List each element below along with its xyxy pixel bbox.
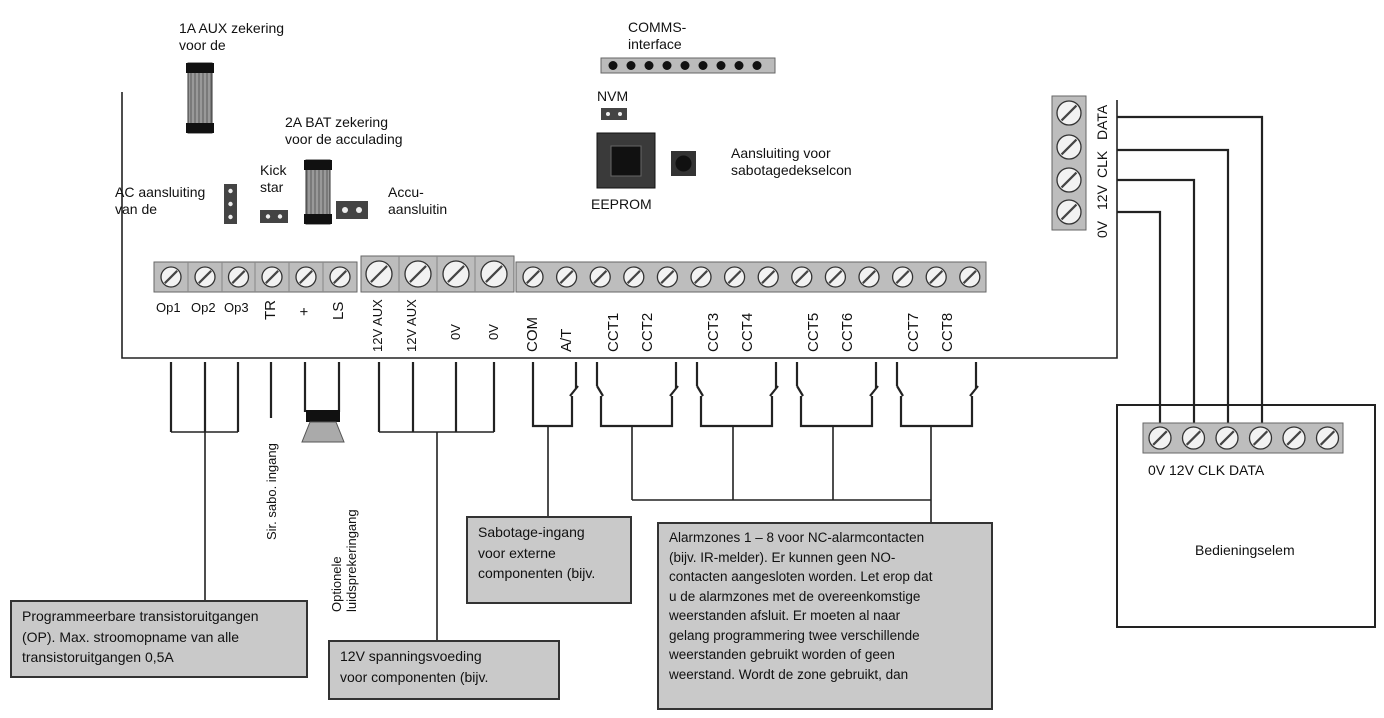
eeprom-label: EEPROM xyxy=(591,196,652,212)
accu-connection-label: Accu-aansluitin xyxy=(388,184,448,217)
terminal-block-power xyxy=(360,255,515,293)
terminal-label-cct5: CCT5 xyxy=(805,312,822,352)
terminal-label-cct4: CCT4 xyxy=(739,312,756,352)
bat-fuse-icon xyxy=(304,159,332,225)
keypad-connector-label-0v: 0V xyxy=(1094,220,1110,238)
terminal-block-keypad xyxy=(1142,422,1344,454)
speaker-input-label-2: luidsprekeringang xyxy=(344,509,359,612)
terminal-label-cct7: CCT7 xyxy=(905,312,922,352)
terminal-label-ls: LS xyxy=(330,301,347,320)
terminal-label-com: COM xyxy=(524,317,541,352)
terminal-label-cct3: CCT3 xyxy=(705,312,722,352)
terminal-block-outputs xyxy=(153,261,358,293)
keypad-name: Bedieningselem xyxy=(1195,542,1295,558)
terminal-label-plus: + xyxy=(296,307,313,316)
kick-start-jumper-icon xyxy=(260,210,288,223)
note-alarm-zones: Alarmzones 1 – 8 voor NC-alarmcontacten(… xyxy=(657,522,993,710)
terminal-label-cct6: CCT6 xyxy=(839,312,856,352)
terminal-block-keypad-connector xyxy=(1051,95,1087,231)
keypad-connector-label-data: DATA xyxy=(1094,104,1110,140)
speaker-input-label-1: Optionele xyxy=(329,556,344,612)
terminal-label-0v-1: 0V xyxy=(448,324,463,340)
terminal-block-zones xyxy=(515,261,987,293)
terminal-label-cct8: CCT8 xyxy=(939,312,956,352)
terminal-label-tr: TR xyxy=(262,300,279,320)
terminal-label-0v-2: 0V xyxy=(486,324,501,340)
terminal-label-12v-aux-1: 12V AUX xyxy=(370,299,385,352)
nvm-jumper-icon xyxy=(601,108,627,120)
speaker-magnet xyxy=(306,410,340,422)
keypad-connector-label-clk: CLK xyxy=(1094,150,1110,178)
terminal-label-op3: Op3 xyxy=(224,300,249,315)
terminal-label-12v-aux-2: 12V AUX xyxy=(404,299,419,352)
aux-fuse-icon xyxy=(186,62,214,134)
note-transistor-outputs: Programmeerbare transistoruitgangen(OP).… xyxy=(10,600,308,678)
terminal-label-at: A/T xyxy=(558,328,575,352)
keypad-terminal-labels: 0V 12V CLK DATA xyxy=(1148,462,1265,478)
keypad-connector-label-12v: 12V xyxy=(1094,185,1110,210)
accu-connector-icon xyxy=(336,201,368,219)
speaker-cone xyxy=(301,421,345,443)
terminal-label-cct1: CCT1 xyxy=(605,312,622,352)
terminal-label-cct2: CCT2 xyxy=(639,312,656,352)
siren-tamper-input-label: Sir. sabo. ingang xyxy=(264,443,279,540)
terminal-label-op1: Op1 xyxy=(156,300,181,315)
comms-interface-label: COMMS-interface xyxy=(628,19,687,52)
nvm-label: NVM xyxy=(597,88,629,104)
terminal-label-op2: Op2 xyxy=(191,300,216,315)
